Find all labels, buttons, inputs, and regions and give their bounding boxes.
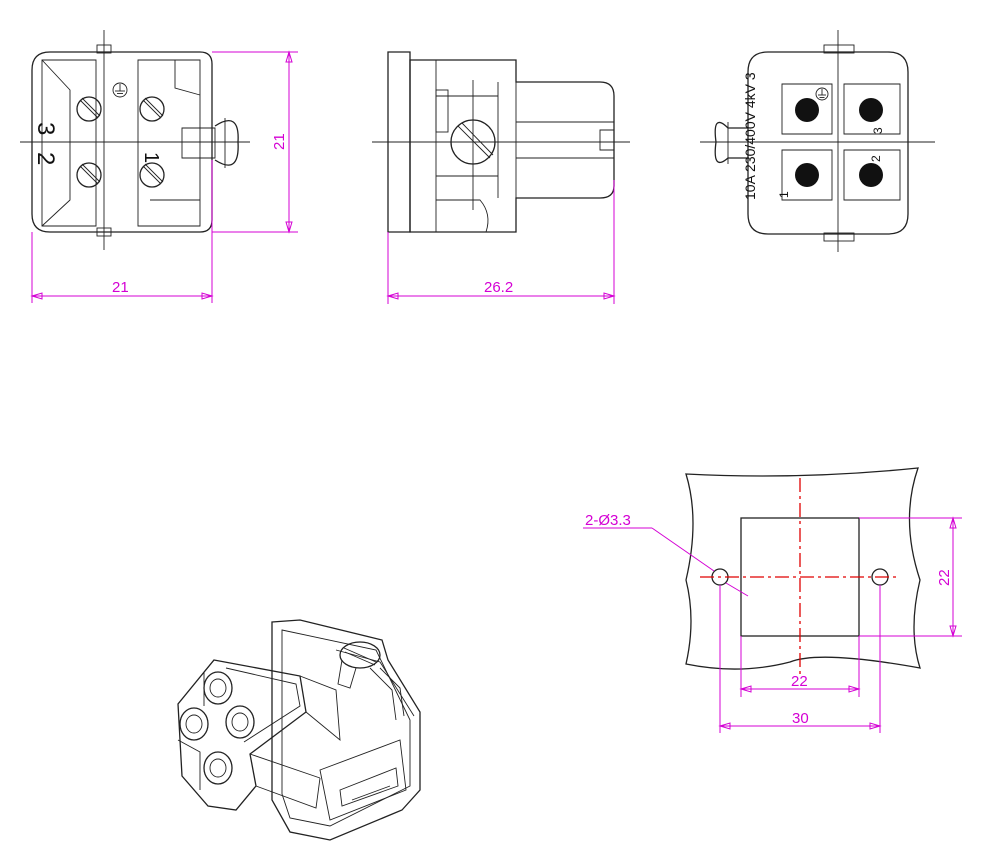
rear-view: 10A 230/400V 4kV 3 1 2 3 [700,30,935,252]
rating-text: 10A 230/400V 4kV 3 [742,72,758,200]
screw-slot-icon [76,96,165,188]
ground-symbol-icon [112,82,128,98]
dimension-front-height: 21 [271,133,288,150]
panel-cutout-view: 2-Ø3.3 22 22 30 [583,467,962,733]
rear-contact-3: 3 [871,127,885,134]
front-contact-3: 3 [32,122,59,135]
front-view: 3 2 1 21 21 [20,30,298,303]
isometric-view [177,619,421,841]
dimension-cutout-height: 22 [936,569,953,586]
dimension-front-width: 21 [112,279,129,296]
hole-spec-label: 2-Ø3.3 [585,512,631,529]
dimension-cutout-width: 22 [791,673,808,690]
dimension-hole-spacing: 30 [792,710,809,727]
dimension-side-length: 26.2 [484,279,513,296]
contact-pin-icon [795,98,883,187]
rear-contact-2: 2 [869,155,883,162]
screw-slot-icon [337,641,381,689]
front-contact-1: 1 [140,152,162,163]
side-view: 26.2 [372,51,630,304]
front-contact-2: 2 [32,152,59,165]
rear-contact-1: 1 [777,191,791,198]
ground-symbol-icon [815,87,829,101]
